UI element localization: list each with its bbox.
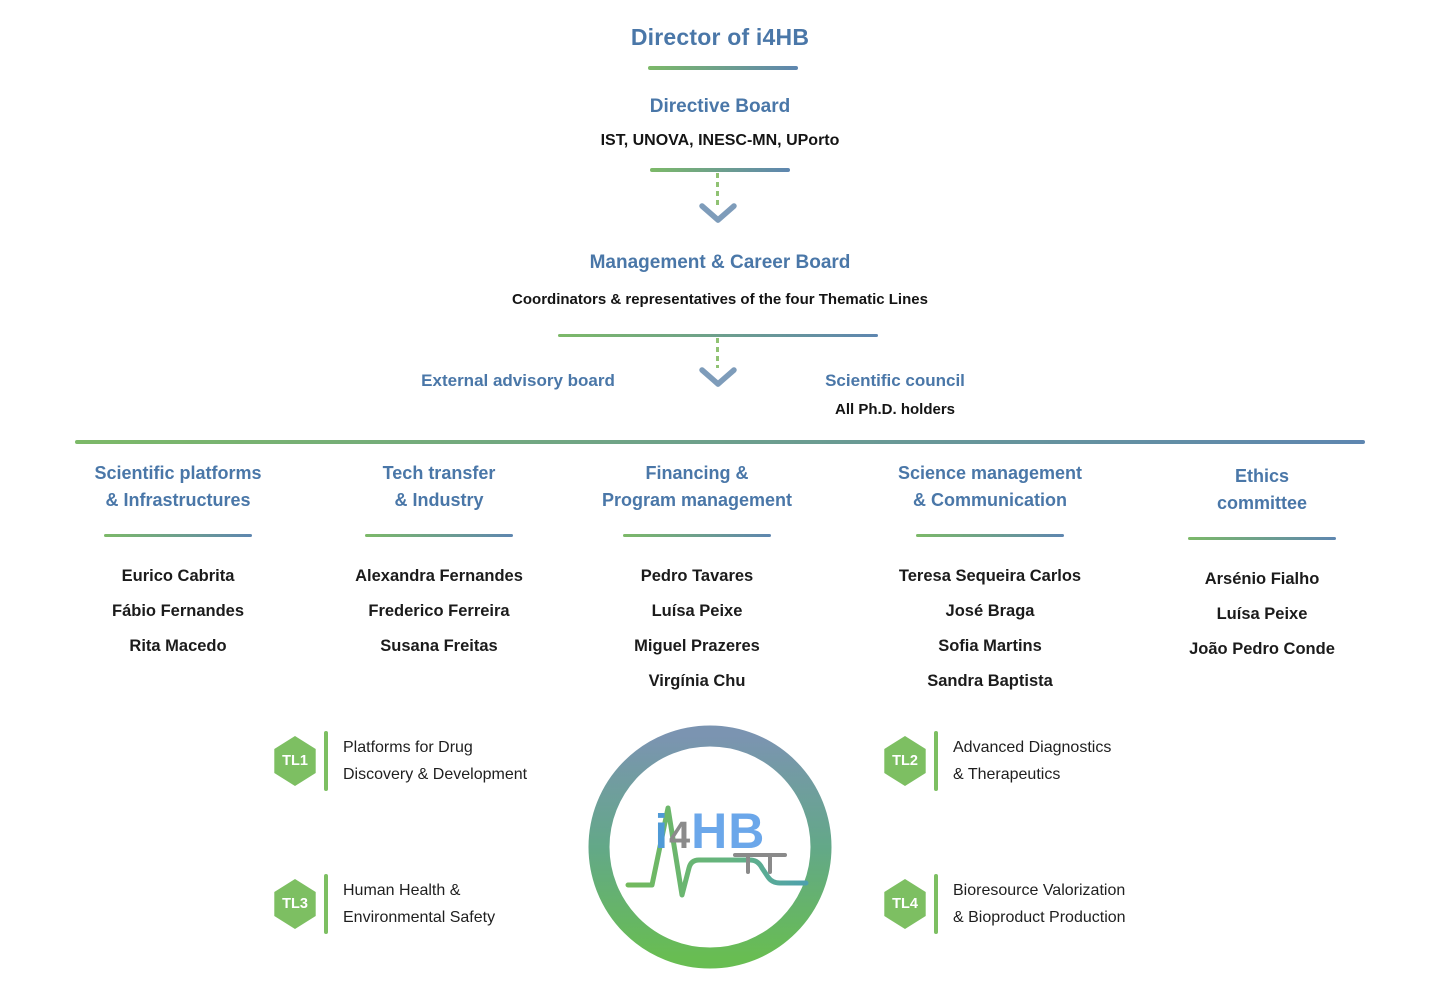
tl4-description-line1: Bioresource Valorization (953, 882, 1126, 899)
tl2-hexagon-badge: TL2 (884, 736, 926, 786)
column-title: & Communication (912, 490, 1067, 510)
member-list: Pedro Tavares Luísa Peixe Miguel Prazere… (547, 559, 847, 699)
member-list: Eurico Cabrita Fábio Fernandes Rita Mace… (38, 559, 318, 664)
column-underline (104, 534, 252, 537)
scientific-council-label: Scientific council (825, 371, 965, 390)
chevron-down-icon (699, 367, 737, 387)
column-title: Program management (601, 490, 793, 510)
tl1-description: Platforms for Drug Discovery & Developme… (343, 731, 527, 788)
member-name: Alexandra Fernandes (355, 567, 523, 585)
member-name: Susana Freitas (380, 637, 498, 655)
tl3-description-line1: Human Health & (343, 882, 461, 899)
tl3-hexagon-badge: TL3 (274, 879, 316, 929)
member-list: Alexandra Fernandes Frederico Ferreira S… (309, 559, 569, 664)
member-list: Teresa Sequeira Carlos José Braga Sofia … (830, 559, 1150, 699)
tl1-divider-bar (324, 731, 328, 791)
column-scientific-platforms: Scientific platforms & Infrastructures E… (38, 460, 318, 664)
member-name: Luísa Peixe (651, 602, 743, 620)
member-name: Miguel Prazeres (634, 637, 760, 655)
director-underline (648, 66, 798, 70)
member-name: Rita Macedo (129, 637, 227, 655)
column-title: Scientific platforms (94, 463, 262, 483)
directive-board-subtitle: IST, UNOVA, INESC-MN, UPorto (600, 132, 840, 149)
column-underline (1188, 537, 1336, 540)
dotted-connector-1 (716, 173, 719, 205)
logo-digit-4: 4 (668, 815, 691, 857)
column-financing: Financing & Program management Pedro Tav… (547, 460, 847, 699)
tl1-hexagon-badge: TL1 (274, 736, 316, 786)
member-name: Frederico Ferreira (368, 602, 510, 620)
column-underline (365, 534, 513, 537)
column-title: committee (1216, 493, 1308, 513)
member-name: João Pedro Conde (1189, 640, 1335, 658)
tl2-description: Advanced Diagnostics & Therapeutics (953, 731, 1111, 788)
ecg-pulse-trace-icon (625, 805, 809, 898)
member-name: Arsénio Fialho (1204, 570, 1320, 588)
column-title: Ethics (1234, 466, 1290, 486)
column-ethics-committee: Ethics committee Arsénio Fialho Luísa Pe… (1132, 463, 1392, 667)
tl4-description-line2: & Bioproduct Production (953, 909, 1126, 926)
column-underline (623, 534, 771, 537)
tl1-badge-label: TL1 (282, 753, 308, 769)
tl1-description-line2: Discovery & Development (343, 766, 528, 783)
column-science-management: Science management & Communication Teres… (830, 460, 1150, 699)
chevron-down-icon (699, 203, 737, 223)
member-name: Virgínia Chu (648, 672, 746, 690)
directive-board-title: Directive Board (649, 96, 791, 117)
tl2-description-line2: & Therapeutics (953, 766, 1061, 783)
tl3-description: Human Health & Environmental Safety (343, 874, 495, 931)
column-title: & Infrastructures (105, 490, 251, 510)
scientific-council-subtitle: All Ph.D. holders (834, 401, 955, 418)
management-board-underline (558, 334, 878, 337)
tl3-badge-label: TL3 (282, 896, 308, 912)
directive-board-underline (650, 168, 790, 172)
external-advisory-board-label: External advisory board (421, 371, 615, 390)
tl4-hexagon-badge: TL4 (884, 879, 926, 929)
member-name: Sofia Martins (938, 637, 1042, 655)
logo-letter-i: i (654, 806, 668, 859)
tl4-badge-label: TL4 (892, 896, 918, 912)
member-name: Teresa Sequeira Carlos (898, 567, 1082, 585)
management-board-subtitle: Coordinators & representatives of the fo… (512, 291, 928, 308)
director-title: Director of i4HB (630, 24, 810, 50)
thematic-line-tl4: TL4 Bioresource Valorization & Bioproduc… (882, 874, 1126, 934)
i4hb-logo-text: i4HB (586, 806, 834, 857)
dotted-connector-2 (716, 338, 719, 368)
tl3-divider-bar (324, 874, 328, 934)
tl4-divider-bar (934, 874, 938, 934)
logo-table-glyph-icon (733, 853, 787, 874)
management-board-title: Management & Career Board (589, 252, 851, 273)
column-title: Tech transfer (382, 463, 496, 483)
member-list: Arsénio Fialho Luísa Peixe João Pedro Co… (1132, 562, 1392, 667)
member-name: Pedro Tavares (640, 567, 754, 585)
member-name: Fábio Fernandes (111, 602, 245, 620)
column-title: Financing & (645, 463, 749, 483)
tl2-divider-bar (934, 731, 938, 791)
member-name: Sandra Baptista (927, 672, 1053, 690)
tl2-badge-label: TL2 (892, 753, 918, 769)
tl2-description-line1: Advanced Diagnostics (953, 739, 1112, 756)
column-tech-transfer: Tech transfer & Industry Alexandra Ferna… (309, 460, 569, 664)
i4hb-logo-ring-icon (588, 725, 832, 969)
tl4-description: Bioresource Valorization & Bioproduct Pr… (953, 874, 1126, 931)
thematic-line-tl3: TL3 Human Health & Environmental Safety (272, 874, 495, 934)
column-title: & Industry (394, 490, 484, 510)
column-underline (916, 534, 1064, 537)
member-name: Eurico Cabrita (121, 567, 235, 585)
thematic-line-tl1: TL1 Platforms for Drug Discovery & Devel… (272, 731, 527, 791)
column-title: Science management (897, 463, 1083, 483)
member-name: Luísa Peixe (1216, 605, 1308, 623)
i4hb-logo: i4HB (586, 722, 834, 972)
tl1-description-line1: Platforms for Drug (343, 739, 473, 756)
tl3-description-line2: Environmental Safety (343, 909, 496, 926)
main-divider (75, 440, 1365, 444)
logo-letters-hb: HB (691, 803, 766, 859)
thematic-line-tl2: TL2 Advanced Diagnostics & Therapeutics (882, 731, 1111, 791)
member-name: José Braga (945, 602, 1035, 620)
